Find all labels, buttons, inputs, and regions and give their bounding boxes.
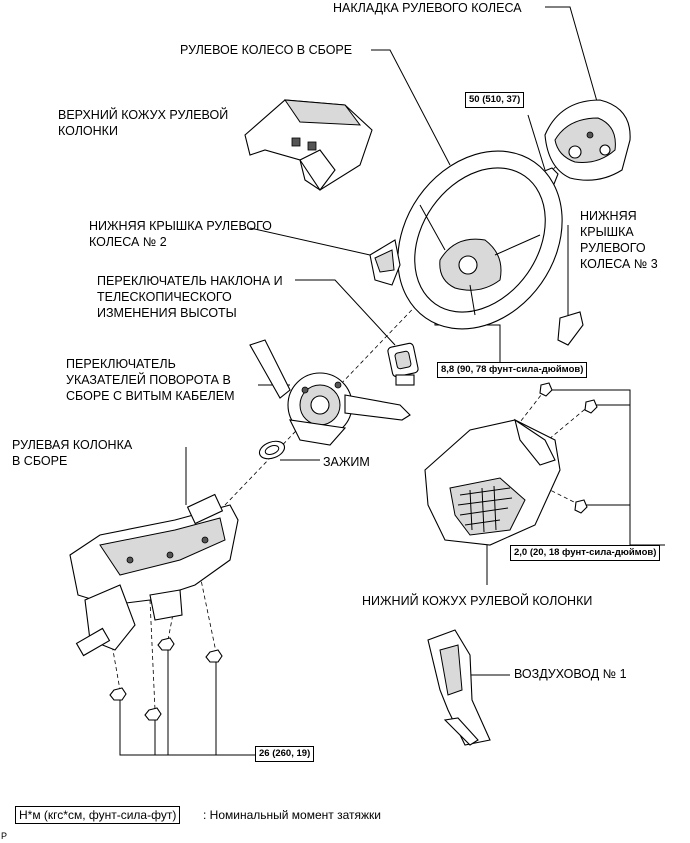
lower-cover-no3 (557, 311, 584, 346)
clamp (258, 440, 286, 460)
air-duct-no1 (427, 629, 491, 746)
label-clamp: ЗАЖИМ (323, 455, 370, 469)
turn-signal-switch (249, 339, 411, 446)
label-steering-column: РУЛЕВАЯ КОЛОНКА В СБОРЕ (12, 438, 133, 468)
lower-cover-no2 (369, 239, 401, 286)
steering-pad (544, 99, 631, 181)
steering-wheel (397, 150, 563, 330)
label-tilt-switch: ПЕРЕКЛЮЧАТЕЛЬ НАКЛОНА И ТЕЛЕСКОПИЧЕСКОГО… (97, 274, 283, 320)
label-lower-cover-no2: НИЖНЯЯ КРЫШКА РУЛЕВОГО КОЛЕСА № 2 (89, 219, 272, 249)
leader-lines (119, 6, 665, 756)
label-steering-wheel: РУЛЕВОЕ КОЛЕСО В СБОРЕ (180, 43, 353, 57)
label-steering-pad: НАКЛАДКА РУЛЕВОГО КОЛЕСА (333, 1, 522, 15)
legend-description: : Номинальный момент затяжки (203, 808, 381, 822)
legend-torque-units: Н*м (кгс*см, фунт-сила-фут) (15, 806, 181, 824)
steering-column (69, 493, 239, 657)
torque-column-26: 26 (260, 19) (255, 746, 315, 762)
figure-code: P (1, 831, 8, 841)
torque-bolt-8-8: 8,8 (90, 78 фунт-сила-дюймов) (437, 362, 588, 378)
label-lower-cover-no3: НИЖНЯЯ КРЫШКА РУЛЕВОГО КОЛЕСА № 3 (580, 209, 658, 271)
column-bolts (109, 637, 223, 721)
label-lower-column-cover: НИЖНИЙ КОЖУХ РУЛЕВОЙ КОЛОНКИ (362, 594, 593, 608)
lower-column-cover (424, 418, 561, 546)
label-turn-signal-switch: ПЕРЕКЛЮЧАТЕЛЬ УКАЗАТЕЛЕЙ ПОВОРОТА В СБОР… (66, 357, 235, 403)
label-air-duct: ВОЗДУХОВОД № 1 (514, 667, 627, 681)
torque-nut-50: 50 (510, 37) (465, 92, 525, 108)
label-upper-column-cover: ВЕРХНИЙ КОЖУХ РУЛЕВОЙ КОЛОНКИ (58, 108, 229, 138)
torque-screw-2-0: 2,0 (20, 18 фунт-сила-дюймов) (510, 545, 661, 561)
upper-column-cover (244, 99, 373, 191)
tilt-telescopic-switch (387, 342, 419, 386)
lower-cover-screws (539, 382, 598, 514)
